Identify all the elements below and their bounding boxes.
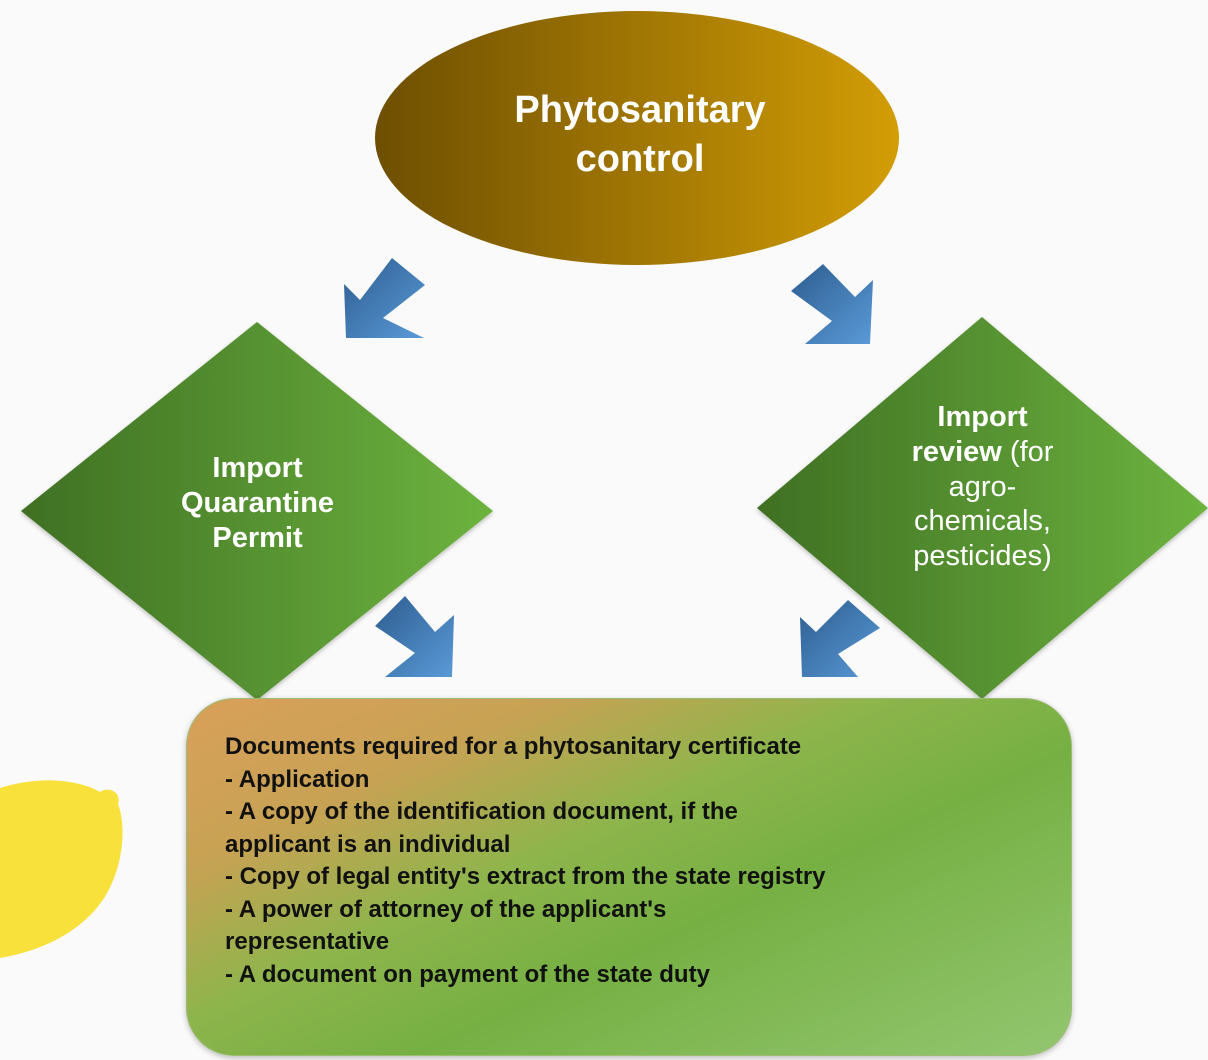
phytosanitary-control-label: Phytosanitary control: [440, 86, 840, 185]
phytosanitary-control-oval: [375, 11, 899, 265]
documents-list-item: - Copy of legal entity's extract from th…: [225, 863, 826, 890]
documents-list-item: - A power of attorney of the applicant's: [225, 895, 667, 923]
left-label-line: Quarantine: [180, 486, 335, 519]
documents-heading: Documents required for a phytosanitary c…: [225, 733, 802, 760]
arrow-right-to-box-icon: [800, 600, 880, 677]
import-quarantine-permit-diamond: [21, 322, 493, 700]
documents-list-item: representative: [225, 928, 390, 955]
right-label-rest: (for: [1001, 435, 1054, 468]
oval-label-line: control: [575, 138, 705, 181]
documents-list-item: - A document on payment of the state dut…: [225, 960, 710, 988]
arrow-left-to-box-icon: [375, 596, 454, 677]
documents-list-item: - Application: [225, 765, 370, 793]
right-label-line: pesticides): [913, 540, 1052, 573]
import-review-label: Import review (for agro- chemicals, pest…: [880, 400, 1085, 574]
right-label-line: review (for: [880, 435, 1085, 470]
left-label-line: Import: [212, 452, 303, 484]
right-label-bold: review: [911, 435, 1002, 468]
left-label-line: Permit: [212, 521, 303, 554]
import-quarantine-permit-label: Import Quarantine Permit: [150, 451, 365, 555]
right-label-line: chemicals,: [914, 505, 1051, 538]
documents-list-item: applicant is an individual: [225, 830, 511, 858]
right-label-line: agro-: [948, 470, 1017, 503]
oval-label-line: Phytosanitary: [514, 89, 766, 131]
right-label-line: Import: [937, 401, 1028, 433]
lemon-icon: [0, 780, 123, 958]
arrow-oval-to-right-icon: [791, 264, 873, 344]
documents-list-item: - A copy of the identification document,…: [225, 798, 738, 825]
arrow-oval-to-left-icon: [344, 258, 425, 338]
import-review-diamond: [757, 317, 1208, 699]
documents-list: Documents required for a phytosanitary c…: [225, 731, 1045, 991]
documents-required-box: Documents required for a phytosanitary c…: [186, 698, 1072, 1056]
